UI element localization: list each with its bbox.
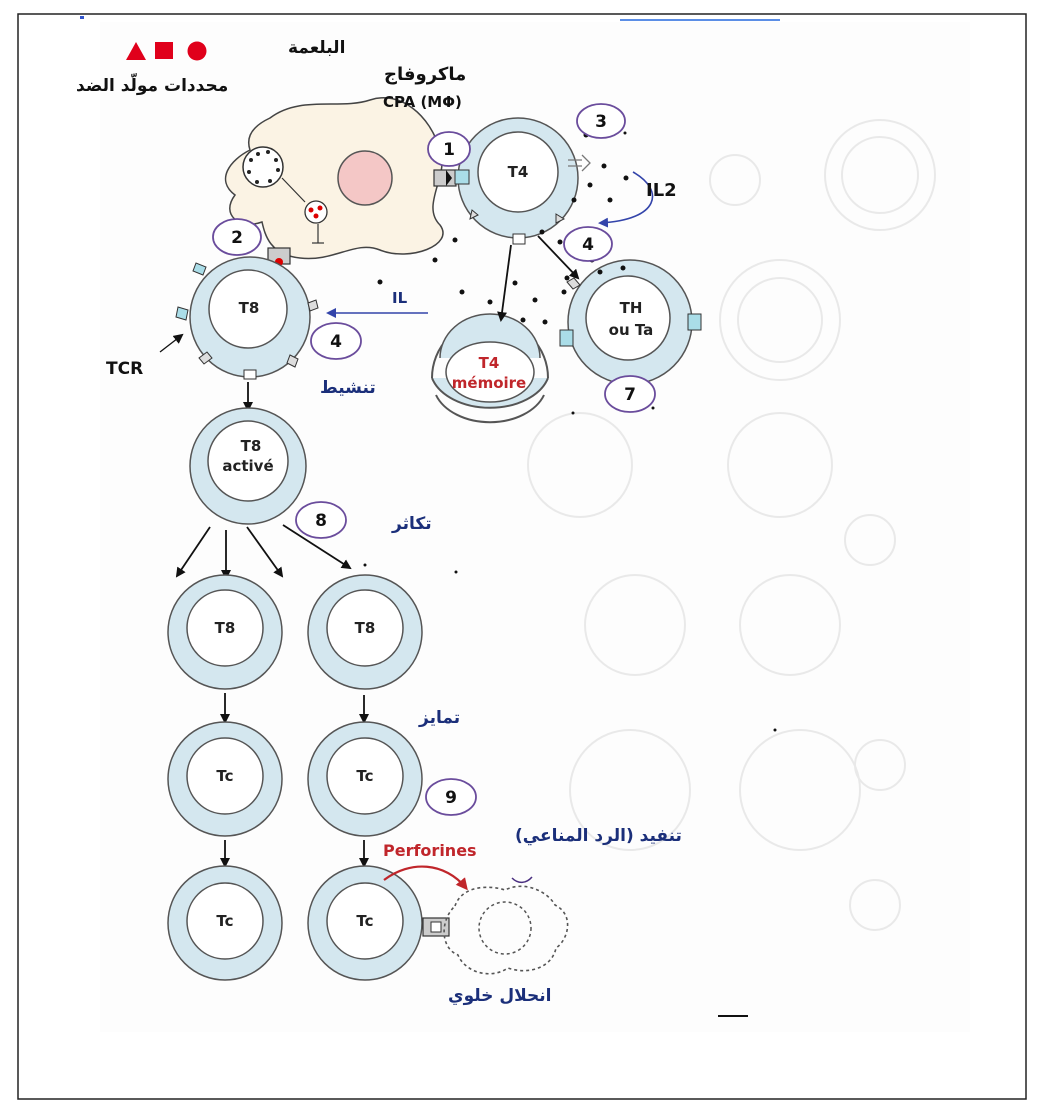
t8-active-label-1: T8 xyxy=(241,437,262,455)
step-4a-circle xyxy=(563,226,613,262)
th-cell xyxy=(559,259,702,385)
perforine-arrow xyxy=(383,865,468,891)
cpa-label: CPA (MΦ) xyxy=(383,93,462,111)
t4-memory-label-1: T4 xyxy=(479,354,500,372)
activation-label: تنشيط xyxy=(320,378,376,398)
step-9-circle xyxy=(425,778,477,816)
cell-labels: T4 T8 T8 activé T4 mémoire TH ou Ta T8 T… xyxy=(215,163,654,930)
vesicle xyxy=(304,200,328,224)
t8-cell xyxy=(175,256,319,380)
t8-activated-cell xyxy=(189,407,307,525)
macrophage-cell xyxy=(224,97,457,266)
tc-cell-3 xyxy=(167,865,283,981)
macrophage-nucleus xyxy=(337,150,393,206)
tc-cell-4 xyxy=(307,865,450,981)
triangle-icon xyxy=(126,42,146,60)
macrophage-label: ماكروفاج xyxy=(384,64,467,85)
square-icon xyxy=(155,42,173,59)
tcr-label: TCR xyxy=(106,359,143,379)
step-7-circle xyxy=(604,375,656,413)
step-1-circle xyxy=(427,131,471,167)
flow-arrows xyxy=(175,235,580,868)
step-9: 9 xyxy=(445,788,457,808)
bracket-mark xyxy=(511,876,533,884)
tc-1-label: Tc xyxy=(216,767,233,785)
lysis-label: انحلال خلوي xyxy=(448,986,552,1006)
tc-2-label: Tc xyxy=(356,767,373,785)
il-label: IL xyxy=(392,289,408,307)
step-2-circle xyxy=(212,218,262,256)
differentiation-label: تمايز xyxy=(419,708,461,728)
t8-clone-a-label: T8 xyxy=(215,619,236,637)
step-4b-circle xyxy=(310,322,362,360)
step-numbers: 1 2 3 4 4 7 8 9 xyxy=(231,112,636,808)
cytokine-dots xyxy=(363,131,777,732)
t8-clone-b-label: T8 xyxy=(355,619,376,637)
step-3-circle xyxy=(576,103,626,139)
t4-label: T4 xyxy=(508,163,529,181)
il2-label: IL2 xyxy=(646,180,677,201)
tc-cell-2 xyxy=(307,721,423,837)
perforines-label: Perforines xyxy=(383,841,477,860)
t4-memory-cell xyxy=(431,313,549,424)
t8-clone-a xyxy=(167,574,283,690)
il2-arrow xyxy=(598,171,654,228)
target-cell-lysis xyxy=(443,885,569,975)
step-4a: 4 xyxy=(582,235,594,255)
t8-active-label-2: activé xyxy=(222,457,273,475)
th-label-1: TH xyxy=(620,299,643,317)
legend-label: محددات مولّد الضد xyxy=(76,76,229,96)
step-3: 3 xyxy=(595,112,607,132)
step-4b: 4 xyxy=(330,332,342,352)
stray-mark xyxy=(80,16,84,19)
proliferation-label: تكاثر xyxy=(392,514,432,534)
tc-cell-1 xyxy=(167,721,283,837)
phagocytosis-label: البلعمة xyxy=(288,38,346,58)
step-circles xyxy=(212,103,656,816)
step-8-circle xyxy=(295,501,347,539)
antigen-determinant-shapes xyxy=(126,41,207,61)
t4-cell xyxy=(454,117,591,245)
step-7: 7 xyxy=(624,385,636,405)
circle-icon xyxy=(187,41,207,61)
tc-3-label: Tc xyxy=(216,912,233,930)
t8-label: T8 xyxy=(239,299,260,317)
execution-label: تنفيد (الرد المناعي) xyxy=(515,826,682,846)
step-2: 2 xyxy=(231,228,243,248)
step-1: 1 xyxy=(443,140,455,160)
phagosome xyxy=(242,146,284,188)
step-8: 8 xyxy=(315,511,327,531)
t4-memory-label-2: mémoire xyxy=(452,374,526,392)
t8-clone-b xyxy=(307,574,423,690)
tcr-pointer xyxy=(159,333,184,353)
th-label-2: ou Ta xyxy=(609,321,654,339)
tc-4-label: Tc xyxy=(356,912,373,930)
